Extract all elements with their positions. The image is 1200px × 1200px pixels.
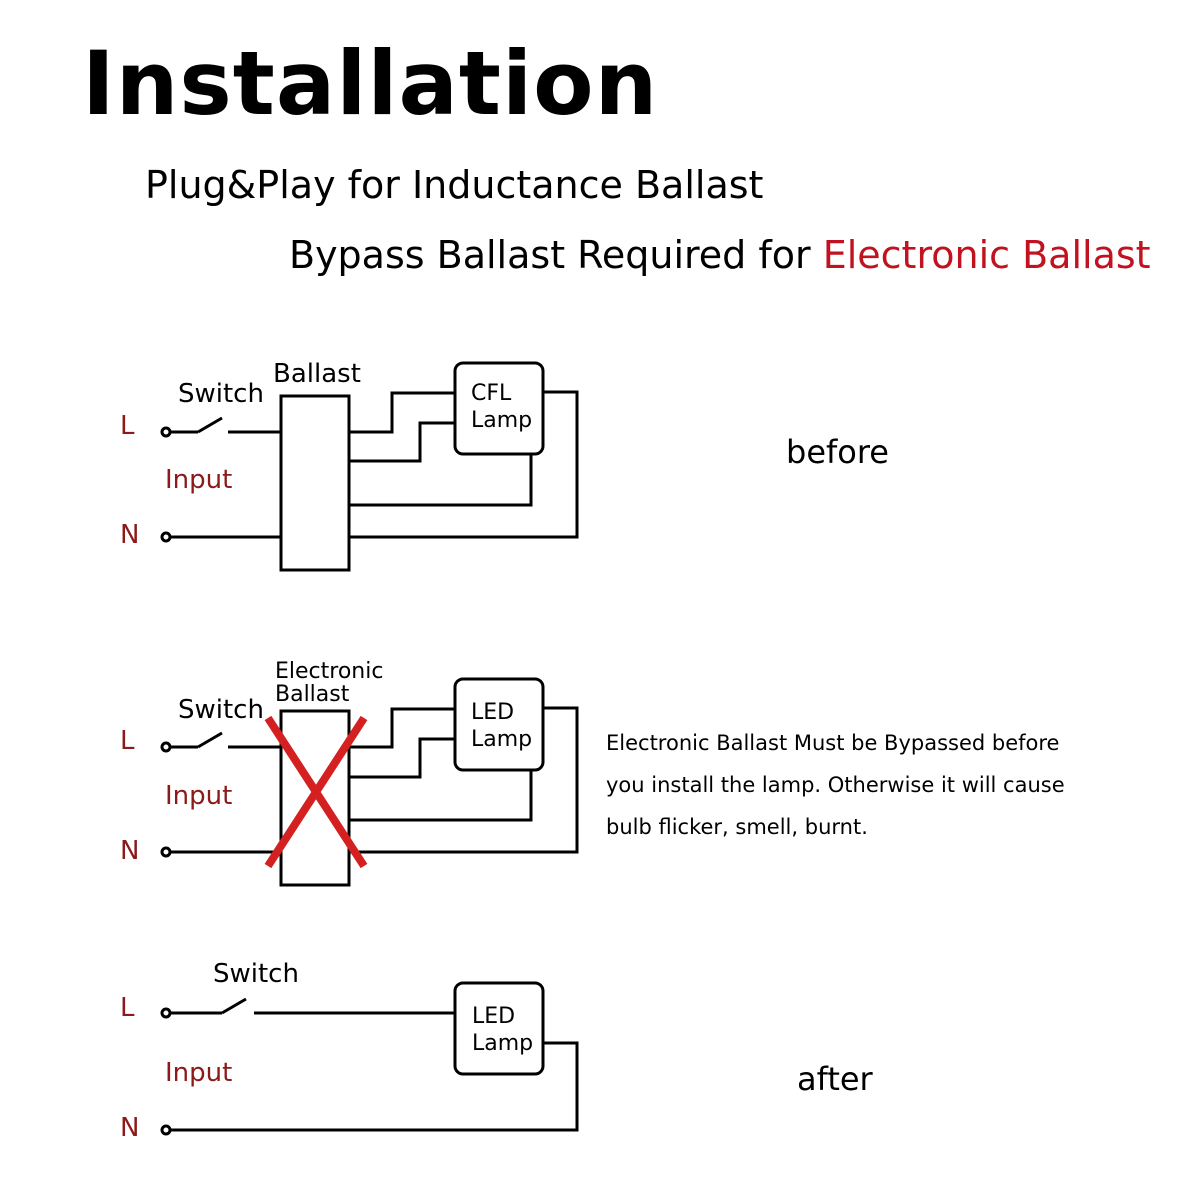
after-n-terminal [160, 1124, 172, 1136]
bypass-wire-3 [349, 770, 533, 822]
bypass-l-terminal [160, 741, 172, 753]
after-switch-label: Switch [213, 959, 299, 989]
bypass-note-line-2: you install the lamp. Otherwise it will … [606, 773, 1065, 797]
subtitle-inductance: Plug&Play for Inductance Ballast [145, 163, 764, 207]
before-ballast-label: Ballast [273, 359, 361, 389]
bypass-wire-1 [349, 707, 455, 749]
bypass-led-lamp-box [453, 677, 545, 772]
before-input-label: Input [165, 465, 233, 495]
after-n-label: N [120, 1113, 140, 1143]
before-wire-2 [349, 421, 455, 463]
bypass-cross-mark [264, 715, 368, 869]
after-lamp-label-1: LED [472, 1004, 516, 1029]
bypass-ballast-label-1: Electronic [275, 659, 384, 684]
after-lamp-label-2: Lamp [472, 1031, 534, 1056]
before-diagram [160, 361, 579, 572]
before-wire-3 [349, 454, 533, 507]
bypass-input-label: Input [165, 781, 233, 811]
before-lamp-label-2: Lamp [471, 408, 533, 433]
subtitle-electronic-prefix: Bypass Ballast Required for [289, 233, 823, 277]
bypass-diagram [160, 677, 579, 887]
bypass-note-line-1: Electronic Ballast Must be Bypassed befo… [606, 731, 1060, 755]
bypass-l-label: L [120, 726, 135, 756]
bypass-warning-note: Electronic Ballast Must be Bypassed befo… [606, 722, 1166, 848]
before-wire-1 [349, 391, 455, 434]
before-ballast-box [279, 394, 351, 572]
after-return-wire [170, 1041, 579, 1132]
after-switch [170, 997, 455, 1015]
bypass-n-label: N [120, 836, 140, 866]
after-input-label: Input [165, 1058, 233, 1088]
subtitle-electronic-highlight: Electronic Ballast [822, 233, 1151, 277]
after-l-label: L [120, 993, 135, 1023]
bypass-lamp-label-1: LED [471, 700, 515, 725]
after-caption: after [797, 1060, 873, 1098]
bypass-switch [170, 731, 281, 749]
subtitle-electronic: Bypass Ballast Required for Electronic B… [289, 236, 1151, 274]
before-n-terminal [160, 531, 172, 543]
after-diagram [160, 981, 579, 1136]
bypass-wire-2 [349, 737, 455, 779]
before-wire-4 [349, 390, 579, 539]
before-caption: before [786, 433, 889, 471]
bypass-note-line-3: bulb flicker, smell, burnt. [606, 815, 868, 839]
page-title: Installation [82, 32, 659, 135]
before-n-label: N [120, 520, 140, 550]
after-led-lamp-box [453, 981, 545, 1076]
bypass-switch-label: Switch [178, 695, 264, 725]
before-l-terminal [160, 426, 172, 438]
after-l-terminal [160, 1007, 172, 1019]
bypass-ballast-box [279, 709, 351, 887]
bypass-wire-4 [349, 706, 579, 854]
before-cfl-lamp-box [453, 361, 545, 456]
bypass-ballast-label-2: Ballast [275, 682, 350, 707]
before-switch [170, 416, 281, 434]
bypass-lamp-label-2: Lamp [471, 727, 533, 752]
before-lamp-label-1: CFL [471, 381, 512, 406]
bypass-n-terminal [160, 846, 172, 858]
before-switch-label: Switch [178, 379, 264, 409]
before-l-label: L [120, 411, 135, 441]
